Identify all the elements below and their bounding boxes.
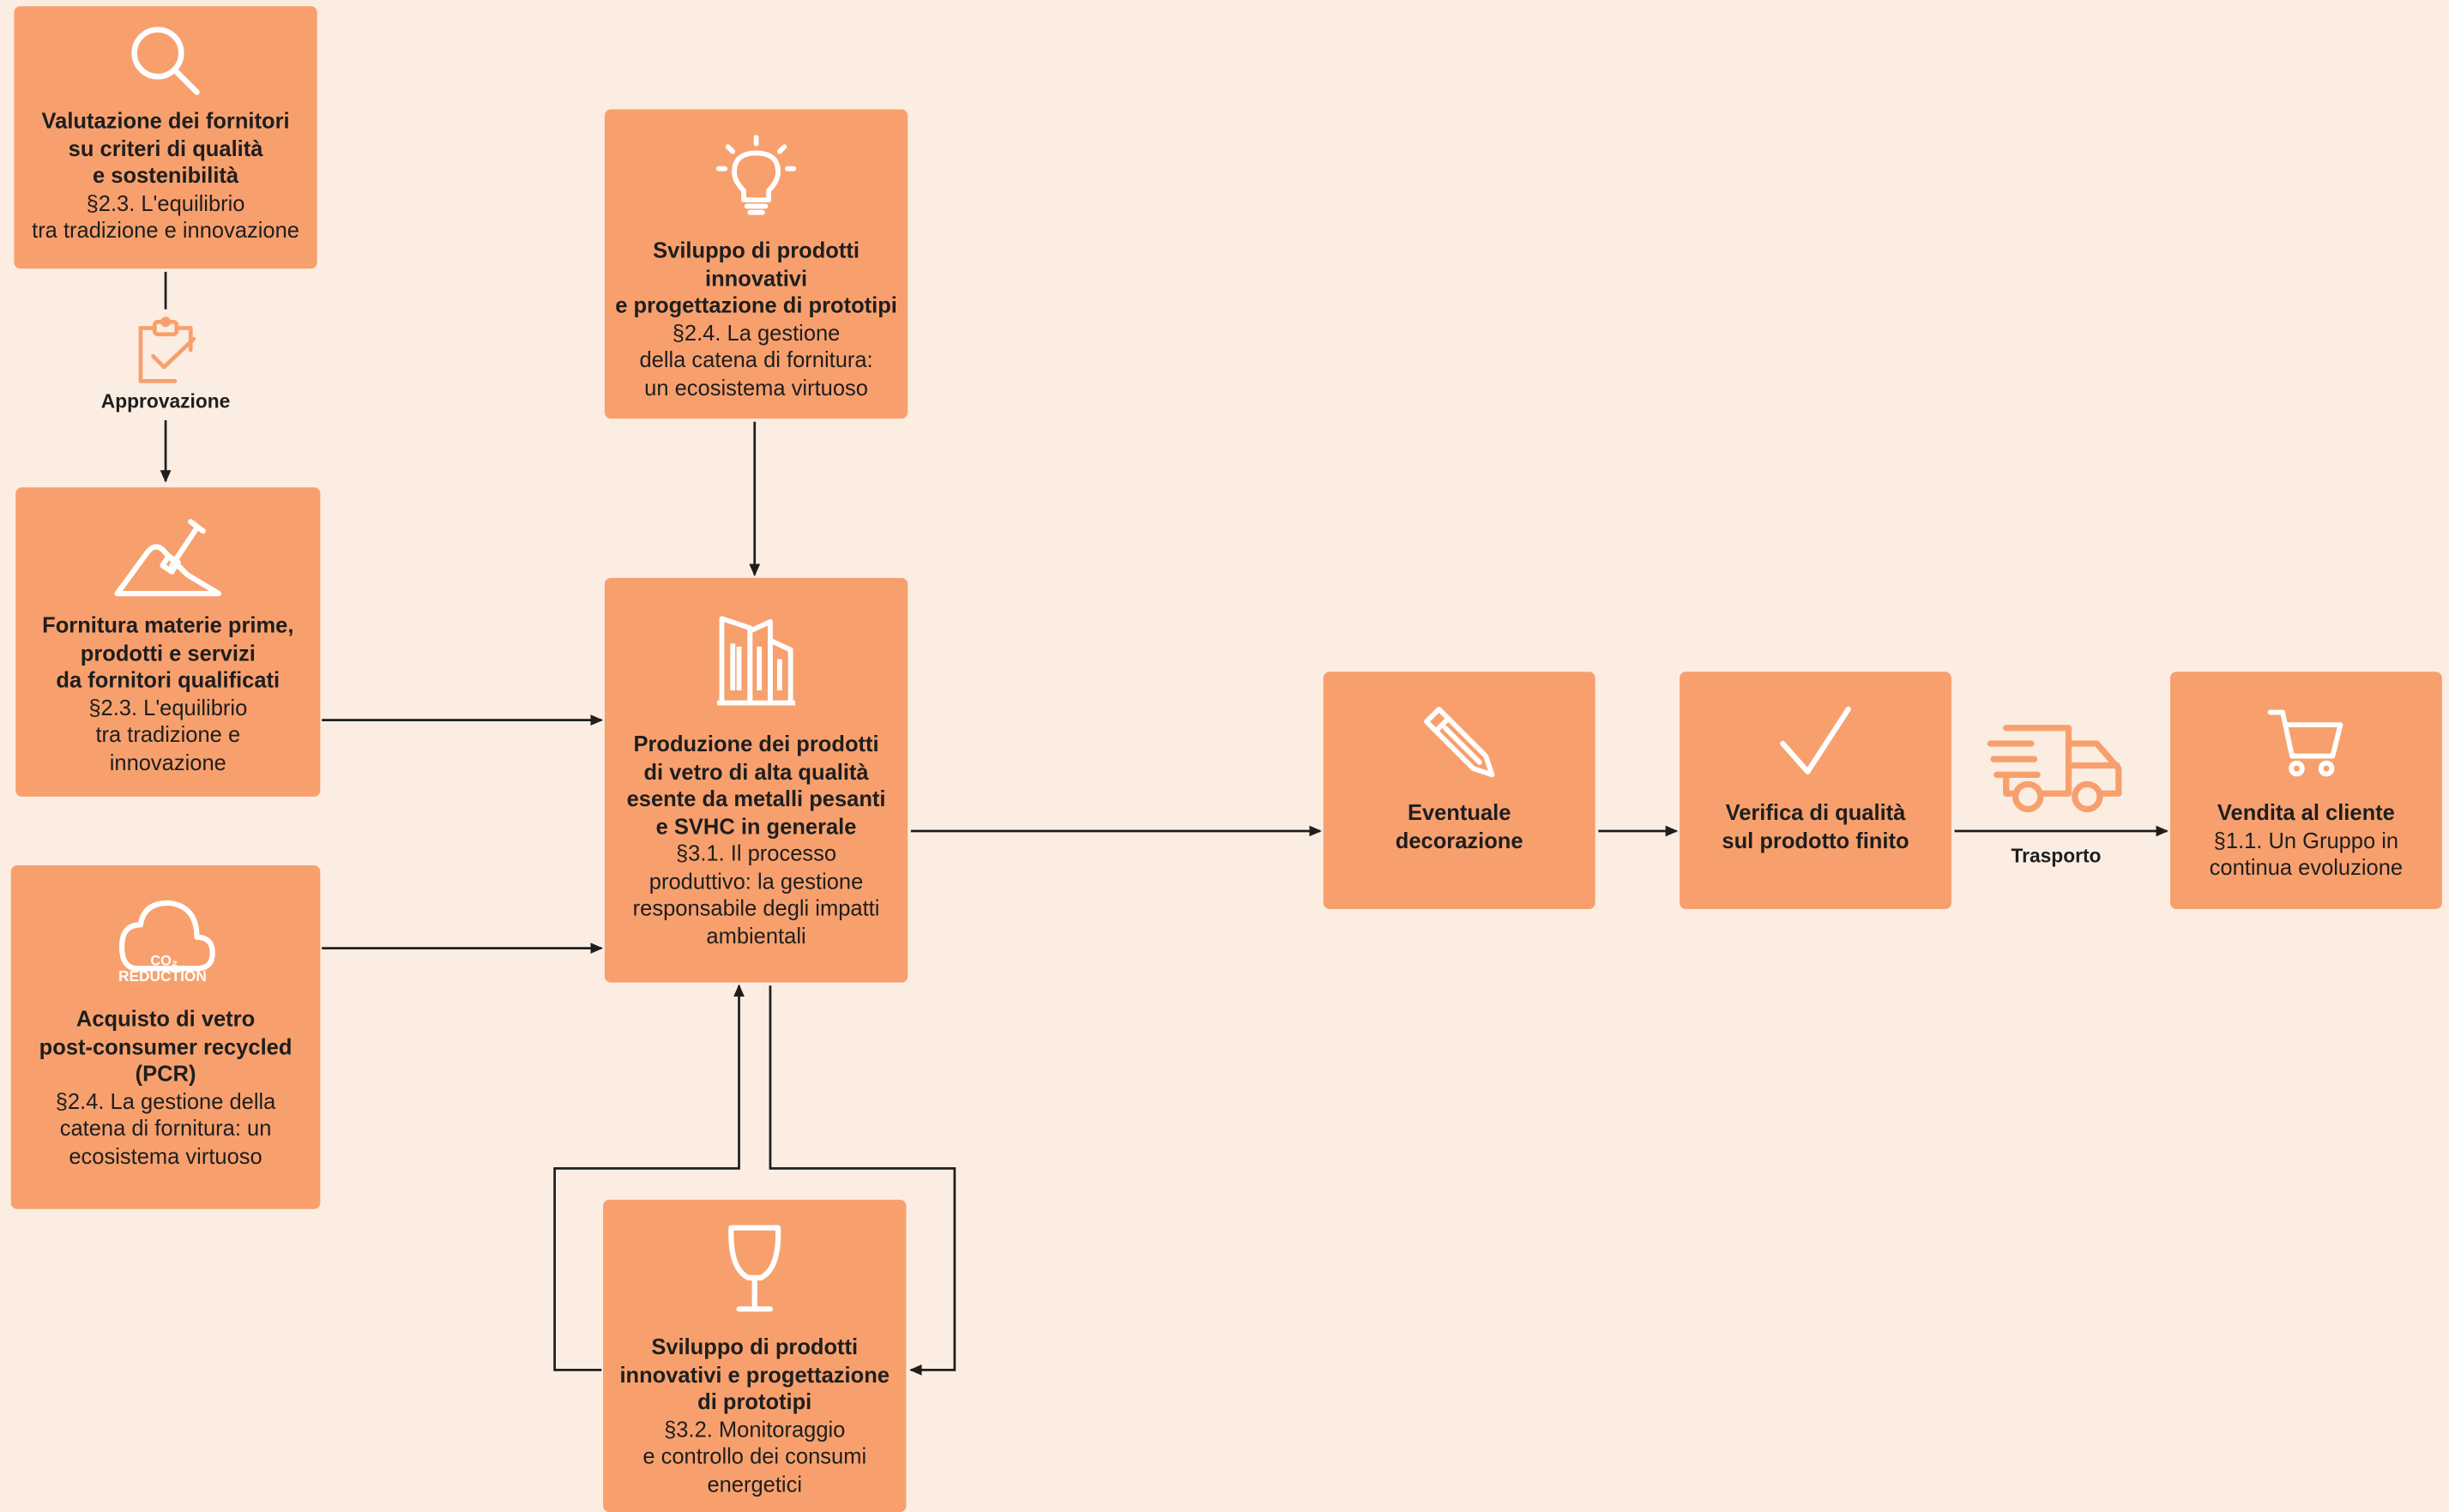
node-innovation-development: Sviluppo di prodotti innovativi e proget… xyxy=(604,109,908,419)
node-decoration: Eventuale decorazione xyxy=(1323,672,1595,910)
co2-reduction-cloud-icon: CO₂ REDUCTION xyxy=(118,900,215,985)
delivery-truck-icon xyxy=(1987,725,2122,813)
node-innovation-energy: Sviluppo di prodotti innovativi e proget… xyxy=(603,1199,907,1512)
node-title: Valutazione dei fornitori su criteri di … xyxy=(41,107,290,188)
reduction-text: REDUCTION xyxy=(118,967,207,985)
wine-glass-icon xyxy=(728,1225,781,1312)
node-reference: §2.4. La gestione della catena di fornit… xyxy=(639,319,873,400)
factory-buildings-icon xyxy=(717,616,796,706)
clipboard-check-icon xyxy=(138,316,196,383)
transport-label: Trasporto xyxy=(2011,845,2102,867)
node-reference: §2.3. L'equilibrio tra tradizione e inno… xyxy=(32,190,299,243)
node-supplier-evaluation: Valutazione dei fornitori su criteri di … xyxy=(14,6,317,269)
arrow-innovation-bottom-to-production xyxy=(553,984,745,1371)
node-quality-check: Verifica di qualità sul prodotto finito xyxy=(1680,672,1951,910)
node-title: Fornitura materie prime, prodotti e serv… xyxy=(42,611,294,692)
lightbulb-icon xyxy=(715,135,797,215)
node-title: Sviluppo di prodotti innovativi e proget… xyxy=(615,237,897,317)
node-customer-sale: Vendita al cliente §1.1. Un Gruppo in co… xyxy=(2169,672,2442,910)
node-production: Produzione dei prodotti di vetro di alta… xyxy=(604,577,908,983)
pencil-icon xyxy=(1424,707,1495,778)
node-pcr-purchase: CO₂ REDUCTION Acquisto di vetro post-con… xyxy=(10,865,321,1209)
search-icon xyxy=(131,27,200,95)
node-raw-materials-supply: Fornitura materie prime, prodotti e serv… xyxy=(15,487,321,797)
node-title: Produzione dei prodotti di vetro di alta… xyxy=(626,731,886,839)
mining-shovel-icon xyxy=(113,519,221,597)
node-reference: §1.1. Un Gruppo in continua evoluzione xyxy=(2209,827,2404,880)
node-title: Acquisto di vetro post-consumer recycled… xyxy=(39,1005,293,1086)
node-title: Vendita al cliente xyxy=(2217,799,2395,825)
node-title: Eventuale decorazione xyxy=(1395,799,1523,852)
node-reference: §3.1. Il processo produttivo: la gestion… xyxy=(632,840,880,948)
shopping-cart-icon xyxy=(2267,709,2343,777)
approval-label: Approvazione xyxy=(100,390,231,413)
node-reference: §2.3. L'equilibrio tra tradizione e inno… xyxy=(88,694,248,774)
co2-text: CO₂ xyxy=(150,954,178,969)
arrow-production-to-innovation-bottom xyxy=(769,985,956,1376)
node-title: Verifica di qualità sul prodotto finito xyxy=(1722,799,1909,852)
checkmark-icon xyxy=(1780,706,1851,774)
node-reference: §3.2. Monitoraggio e controllo dei consu… xyxy=(642,1416,867,1496)
node-reference: §2.4. La gestione della catena di fornit… xyxy=(55,1087,276,1168)
node-title: Sviluppo di prodotti innovativi e proget… xyxy=(619,1334,890,1414)
